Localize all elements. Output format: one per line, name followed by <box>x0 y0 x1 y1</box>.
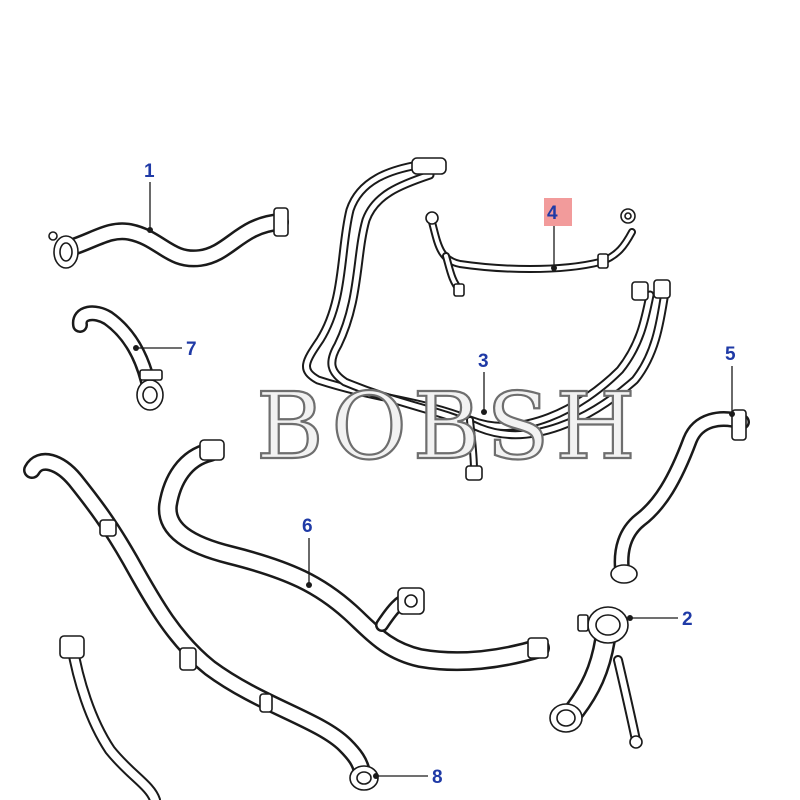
callout-label-6: 6 <box>302 516 313 537</box>
callout-label-8: 8 <box>432 767 443 788</box>
callout-3: 3 <box>478 351 489 415</box>
hose-part-4 <box>425 208 636 297</box>
callout-4-highlight <box>544 198 572 226</box>
hose-part-5 <box>610 409 750 584</box>
callout-label-5: 5 <box>725 344 736 365</box>
hose-part-6 <box>157 439 550 672</box>
callout-label-2: 2 <box>682 609 693 630</box>
callout-7: 7 <box>133 339 197 360</box>
hose-part-3 <box>302 157 671 481</box>
callout-8: 8 <box>373 767 443 788</box>
watermark-text: BOBSH <box>256 373 642 480</box>
hose-part-7 <box>71 305 164 411</box>
callout-6: 6 <box>302 516 313 588</box>
callout-2: 2 <box>627 609 693 630</box>
hose-part-1 <box>48 207 289 269</box>
callout-label-3: 3 <box>478 351 489 372</box>
callout-1: 1 <box>144 161 155 233</box>
callout-label-1: 1 <box>144 161 155 182</box>
hose-part-2 <box>549 606 643 749</box>
hose-part-8 <box>23 452 379 800</box>
callout-4: 4 <box>544 198 572 271</box>
callout-5: 5 <box>725 344 736 417</box>
callout-label-4: 4 <box>547 203 558 224</box>
callout-label-7: 7 <box>186 339 197 360</box>
